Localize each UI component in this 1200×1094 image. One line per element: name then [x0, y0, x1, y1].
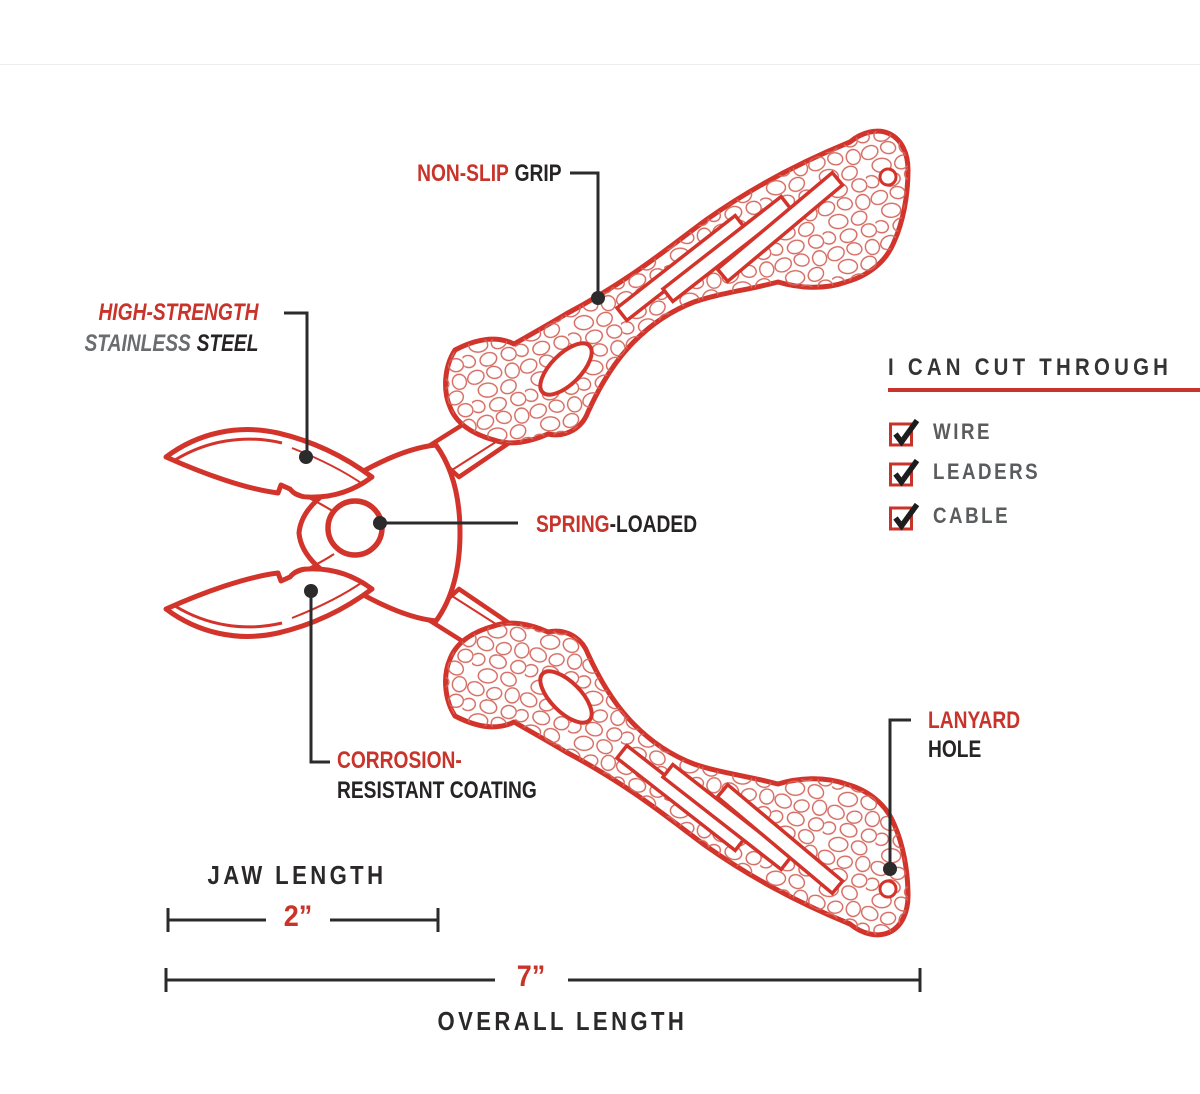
lanyard-leader-line	[888, 718, 911, 865]
high-strength-leader-line	[284, 311, 309, 453]
dimension-lines	[164, 908, 922, 992]
non-slip-dot	[591, 291, 605, 305]
callout-corrosion-coating: CORROSION- RESISTANT COATING	[337, 746, 537, 806]
corrosion-line1: CORROSION-	[337, 747, 462, 774]
spring-highlight: SPRING	[536, 511, 610, 538]
cut-through-item-cable: CABLE	[888, 501, 1024, 531]
cut-through-item-wire: WIRE	[888, 417, 1002, 447]
cut-through-label-cable: CABLE	[933, 503, 1011, 528]
callout-dots	[299, 291, 897, 876]
cut-through-underline	[888, 388, 1200, 392]
lanyard-line2: HOLE	[928, 736, 982, 763]
checked-checkbox-icon	[889, 418, 920, 447]
stainless-word: STAINLESS	[84, 330, 191, 357]
overall-length-dimension	[164, 968, 922, 992]
corrosion-dot	[304, 584, 318, 598]
lanyard-dot	[883, 862, 897, 876]
corrosion-leader-line	[309, 594, 330, 764]
callout-lanyard-hole: LANYARD HOLE	[928, 706, 1020, 764]
lanyard-line1: LANYARD	[928, 707, 1021, 734]
high-strength-line1: HIGH-STRENGTH	[98, 299, 258, 326]
spring-rest: -LOADED	[609, 511, 698, 538]
callout-spring-loaded: SPRING-LOADED	[536, 510, 697, 540]
jaw-length-dimension	[166, 908, 440, 932]
spring-pivot-hole	[325, 498, 385, 558]
non-slip-highlight: NON-SLIP	[417, 160, 510, 187]
cut-through-title: I CAN CUT THROUGH	[888, 354, 1173, 381]
checked-checkbox-icon	[889, 502, 920, 531]
non-slip-leader-line	[570, 171, 600, 296]
corrosion-line2: RESISTANT COATING	[337, 777, 537, 804]
spring-dot	[373, 516, 387, 530]
jaw-length-value: 2”	[283, 900, 313, 933]
callout-lines	[284, 171, 911, 865]
top-divider	[0, 64, 1200, 65]
high-strength-dot	[299, 450, 313, 464]
cut-through-item-leaders: LEADERS	[888, 457, 1059, 487]
overall-length-value: 7”	[516, 960, 546, 993]
cut-through-label-wire: WIRE	[933, 419, 993, 444]
overall-length-label: OVERALL LENGTH	[437, 1006, 688, 1036]
checked-checkbox-icon	[889, 458, 920, 487]
steel-word: STEEL	[196, 330, 258, 357]
non-slip-rest: GRIP	[515, 160, 562, 187]
jaw-length-label: JAW LENGTH	[207, 860, 387, 890]
cut-through-label-leaders: LEADERS	[933, 459, 1041, 484]
